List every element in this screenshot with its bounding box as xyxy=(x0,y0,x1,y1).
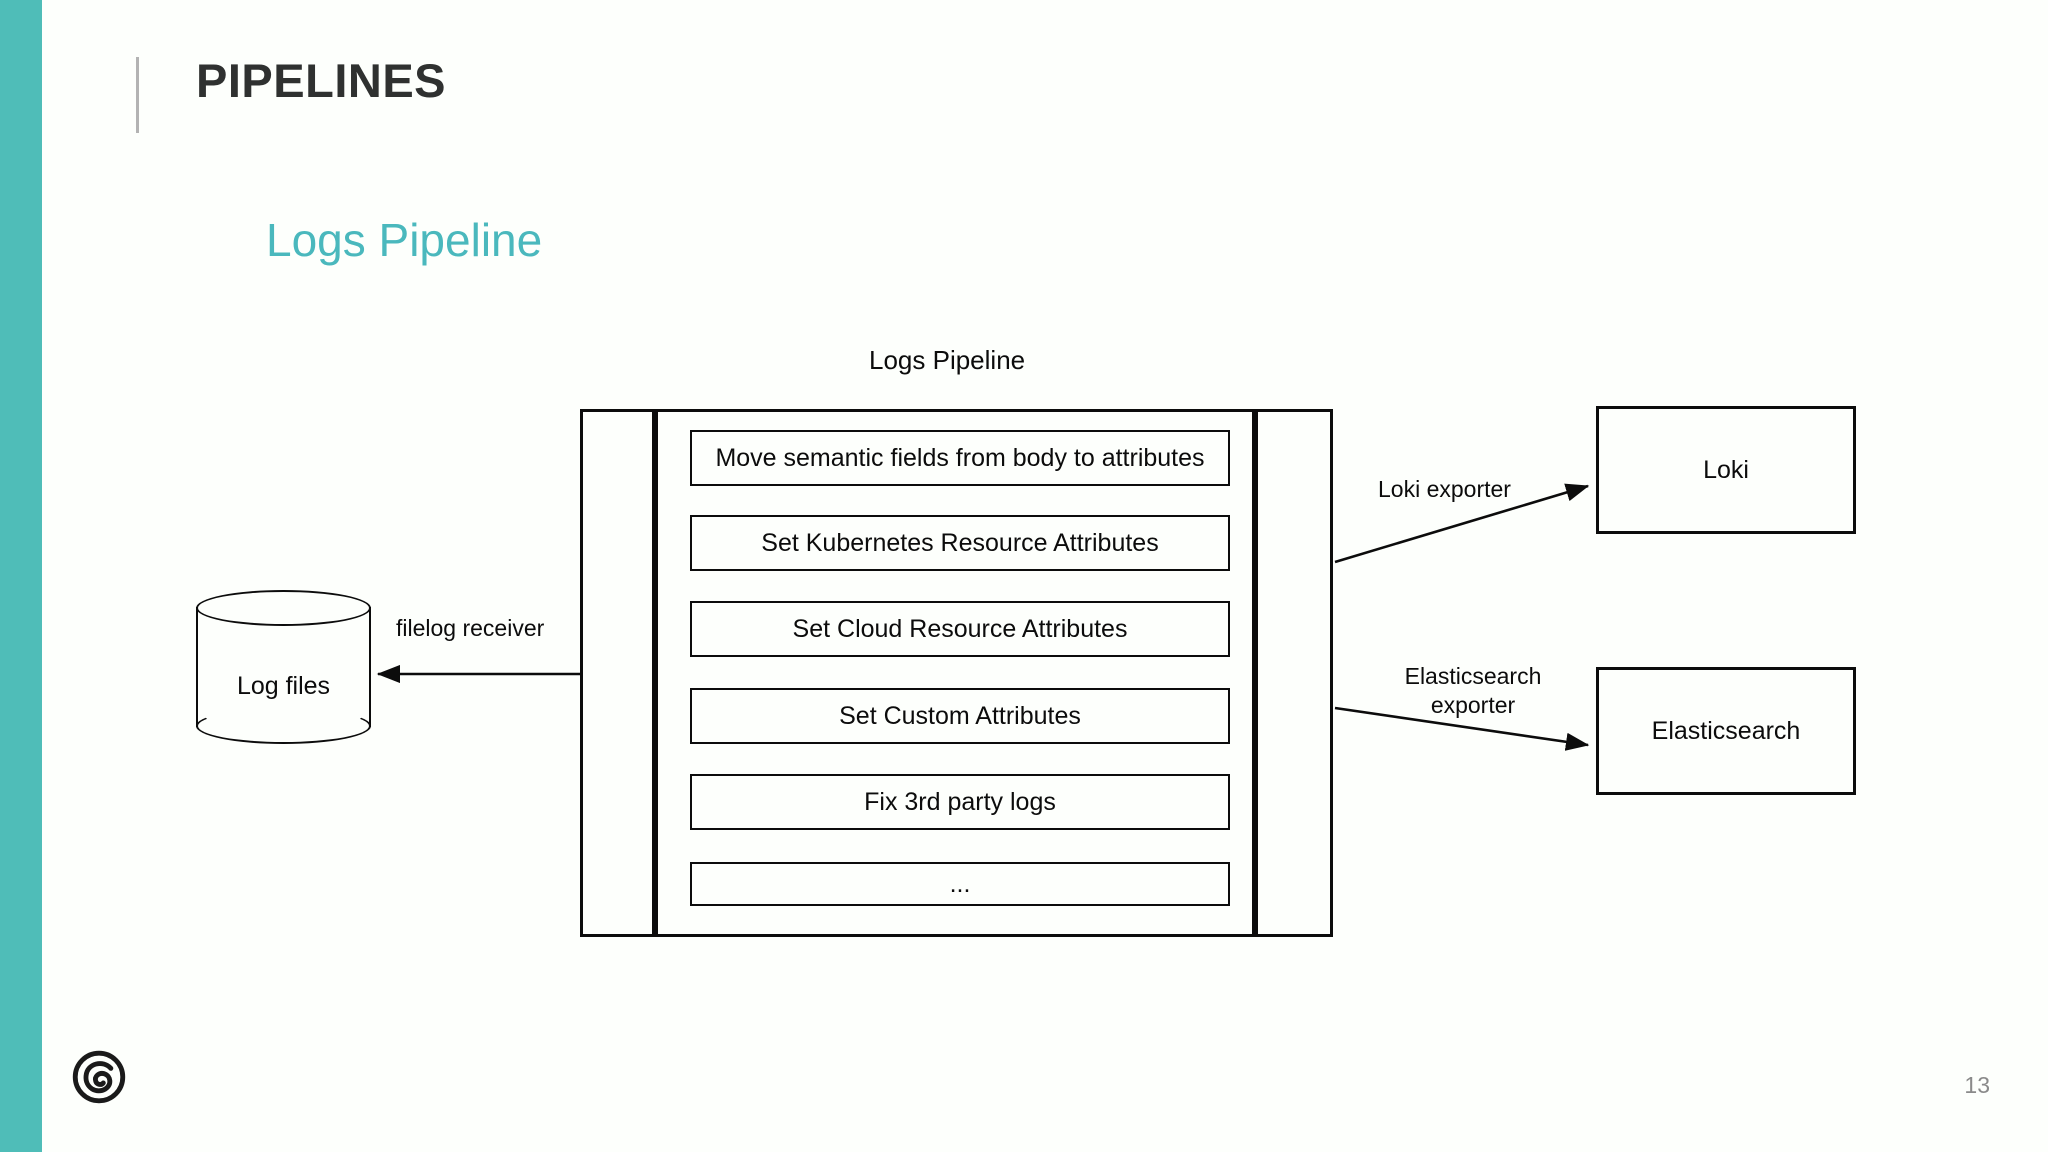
processor-box: Move semantic fields from body to attrib… xyxy=(690,430,1230,486)
log-files-datastore: Log files xyxy=(196,590,371,745)
processor-box: Set Kubernetes Resource Attributes xyxy=(690,515,1230,571)
cylinder-body xyxy=(196,607,371,727)
elasticsearch-exporter-label-line2: exporter xyxy=(1430,691,1516,718)
elasticsearch-exporter-label-line1: Elasticsearch xyxy=(1404,663,1542,689)
cylinder-bottom-ellipse xyxy=(196,708,371,744)
processors-column xyxy=(655,409,1255,937)
destination-elasticsearch: Elasticsearch xyxy=(1596,667,1856,795)
processor-box: Set Cloud Resource Attributes xyxy=(690,601,1230,657)
elasticsearch-exporter-label: Elasticsearch exporter xyxy=(1398,662,1548,720)
page-title: PIPELINES xyxy=(196,54,447,107)
page-number: 13 xyxy=(1964,1072,1990,1098)
title-accent-rule xyxy=(136,57,139,133)
cylinder-top-ellipse xyxy=(196,590,371,626)
processor-box: Set Custom Attributes xyxy=(690,688,1230,744)
diagram-caption: Logs Pipeline xyxy=(869,345,1026,375)
processor-box: Fix 3rd party logs xyxy=(690,774,1230,830)
left-accent-band xyxy=(0,0,42,1152)
section-subtitle: Logs Pipeline xyxy=(266,214,543,266)
receiver-column xyxy=(580,409,655,937)
loki-exporter-label: Loki exporter xyxy=(1378,476,1511,502)
log-files-label: Log files xyxy=(236,672,331,700)
spiral-logo xyxy=(72,1050,126,1104)
processor-box-ellipsis: ... xyxy=(690,862,1230,906)
filelog-receiver-label: filelog receiver xyxy=(396,615,545,641)
destination-loki: Loki xyxy=(1596,406,1856,534)
exporter-column xyxy=(1255,409,1333,937)
